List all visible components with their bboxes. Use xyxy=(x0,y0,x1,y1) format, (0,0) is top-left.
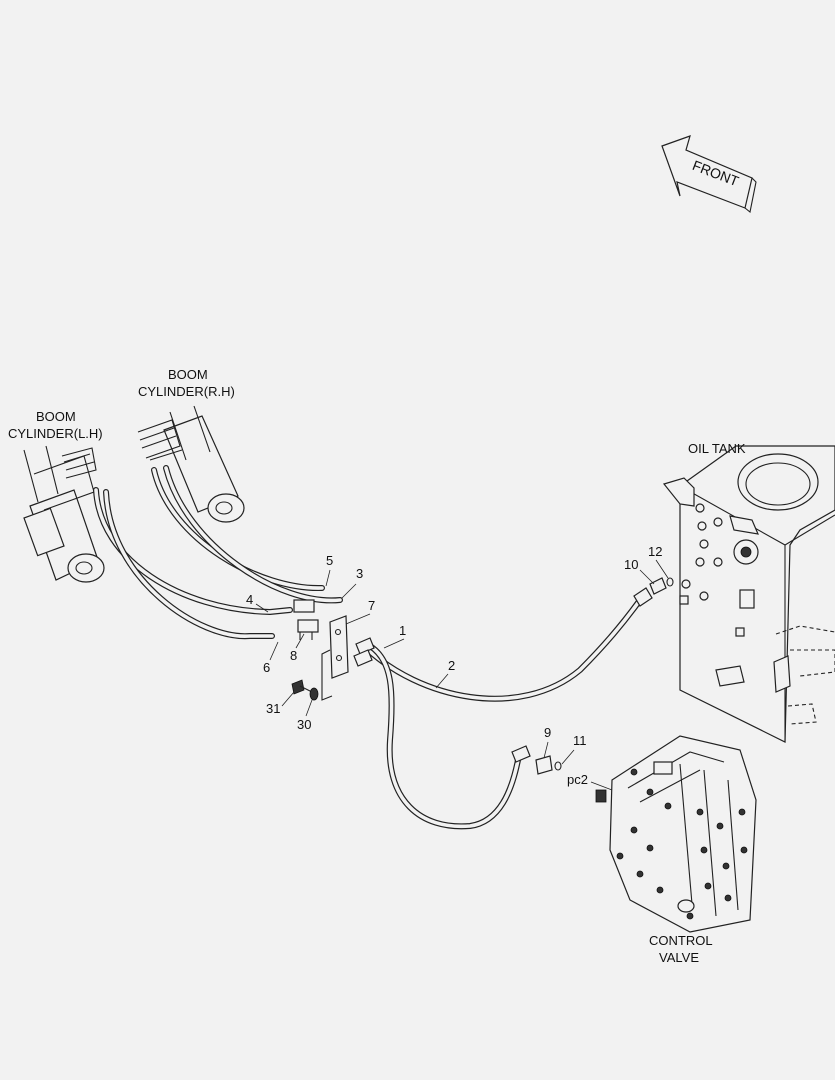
part-2: 2 xyxy=(448,658,455,673)
part-11: 11 xyxy=(573,733,587,748)
tee-fittings xyxy=(293,599,319,640)
part-10: 10 xyxy=(624,557,638,572)
control-valve-label-line2: VALVE xyxy=(659,950,699,965)
boom-cylinder-rh xyxy=(137,405,245,523)
part-9: 9 xyxy=(544,725,551,740)
part-31: 31 xyxy=(266,701,280,716)
boom-rh-label-line2: CYLINDER(R.H) xyxy=(138,384,235,399)
control-valve xyxy=(595,735,757,933)
part-7: 7 xyxy=(368,598,375,613)
oil-tank-label: OIL TANK xyxy=(688,441,746,456)
boom-rh-label-line1: BOOM xyxy=(168,367,208,382)
hose-end-fittings xyxy=(353,637,375,667)
hoses-lh xyxy=(93,487,293,640)
part-12: 12 xyxy=(648,544,662,559)
boom-lh-label-line1: BOOM xyxy=(36,409,76,424)
part-8: 8 xyxy=(290,648,297,663)
part-30: 30 xyxy=(297,717,311,732)
boom-lh-label-line2: CYLINDER(L.H) xyxy=(8,426,103,441)
hose-1 xyxy=(367,643,562,830)
part-6: 6 xyxy=(263,660,270,675)
port-pc2-label: pc2 xyxy=(567,772,588,787)
hose-2 xyxy=(361,577,674,702)
front-arrow: FRONT xyxy=(661,135,757,213)
oil-tank: OIL TANK xyxy=(662,441,835,743)
part-3: 3 xyxy=(356,566,363,581)
boom-cylinder-lh xyxy=(23,445,105,583)
hoses-rh xyxy=(151,465,343,604)
part-1: 1 xyxy=(399,623,406,638)
part-5: 5 xyxy=(326,553,333,568)
control-valve-label-line1: CONTROL xyxy=(649,933,713,948)
bracket xyxy=(321,615,349,701)
bolt-31 xyxy=(291,679,319,701)
part-callouts: 1 2 3 4 5 6 7 8 9 10 11 12 30 31 xyxy=(246,544,669,765)
part-4: 4 xyxy=(246,592,253,607)
